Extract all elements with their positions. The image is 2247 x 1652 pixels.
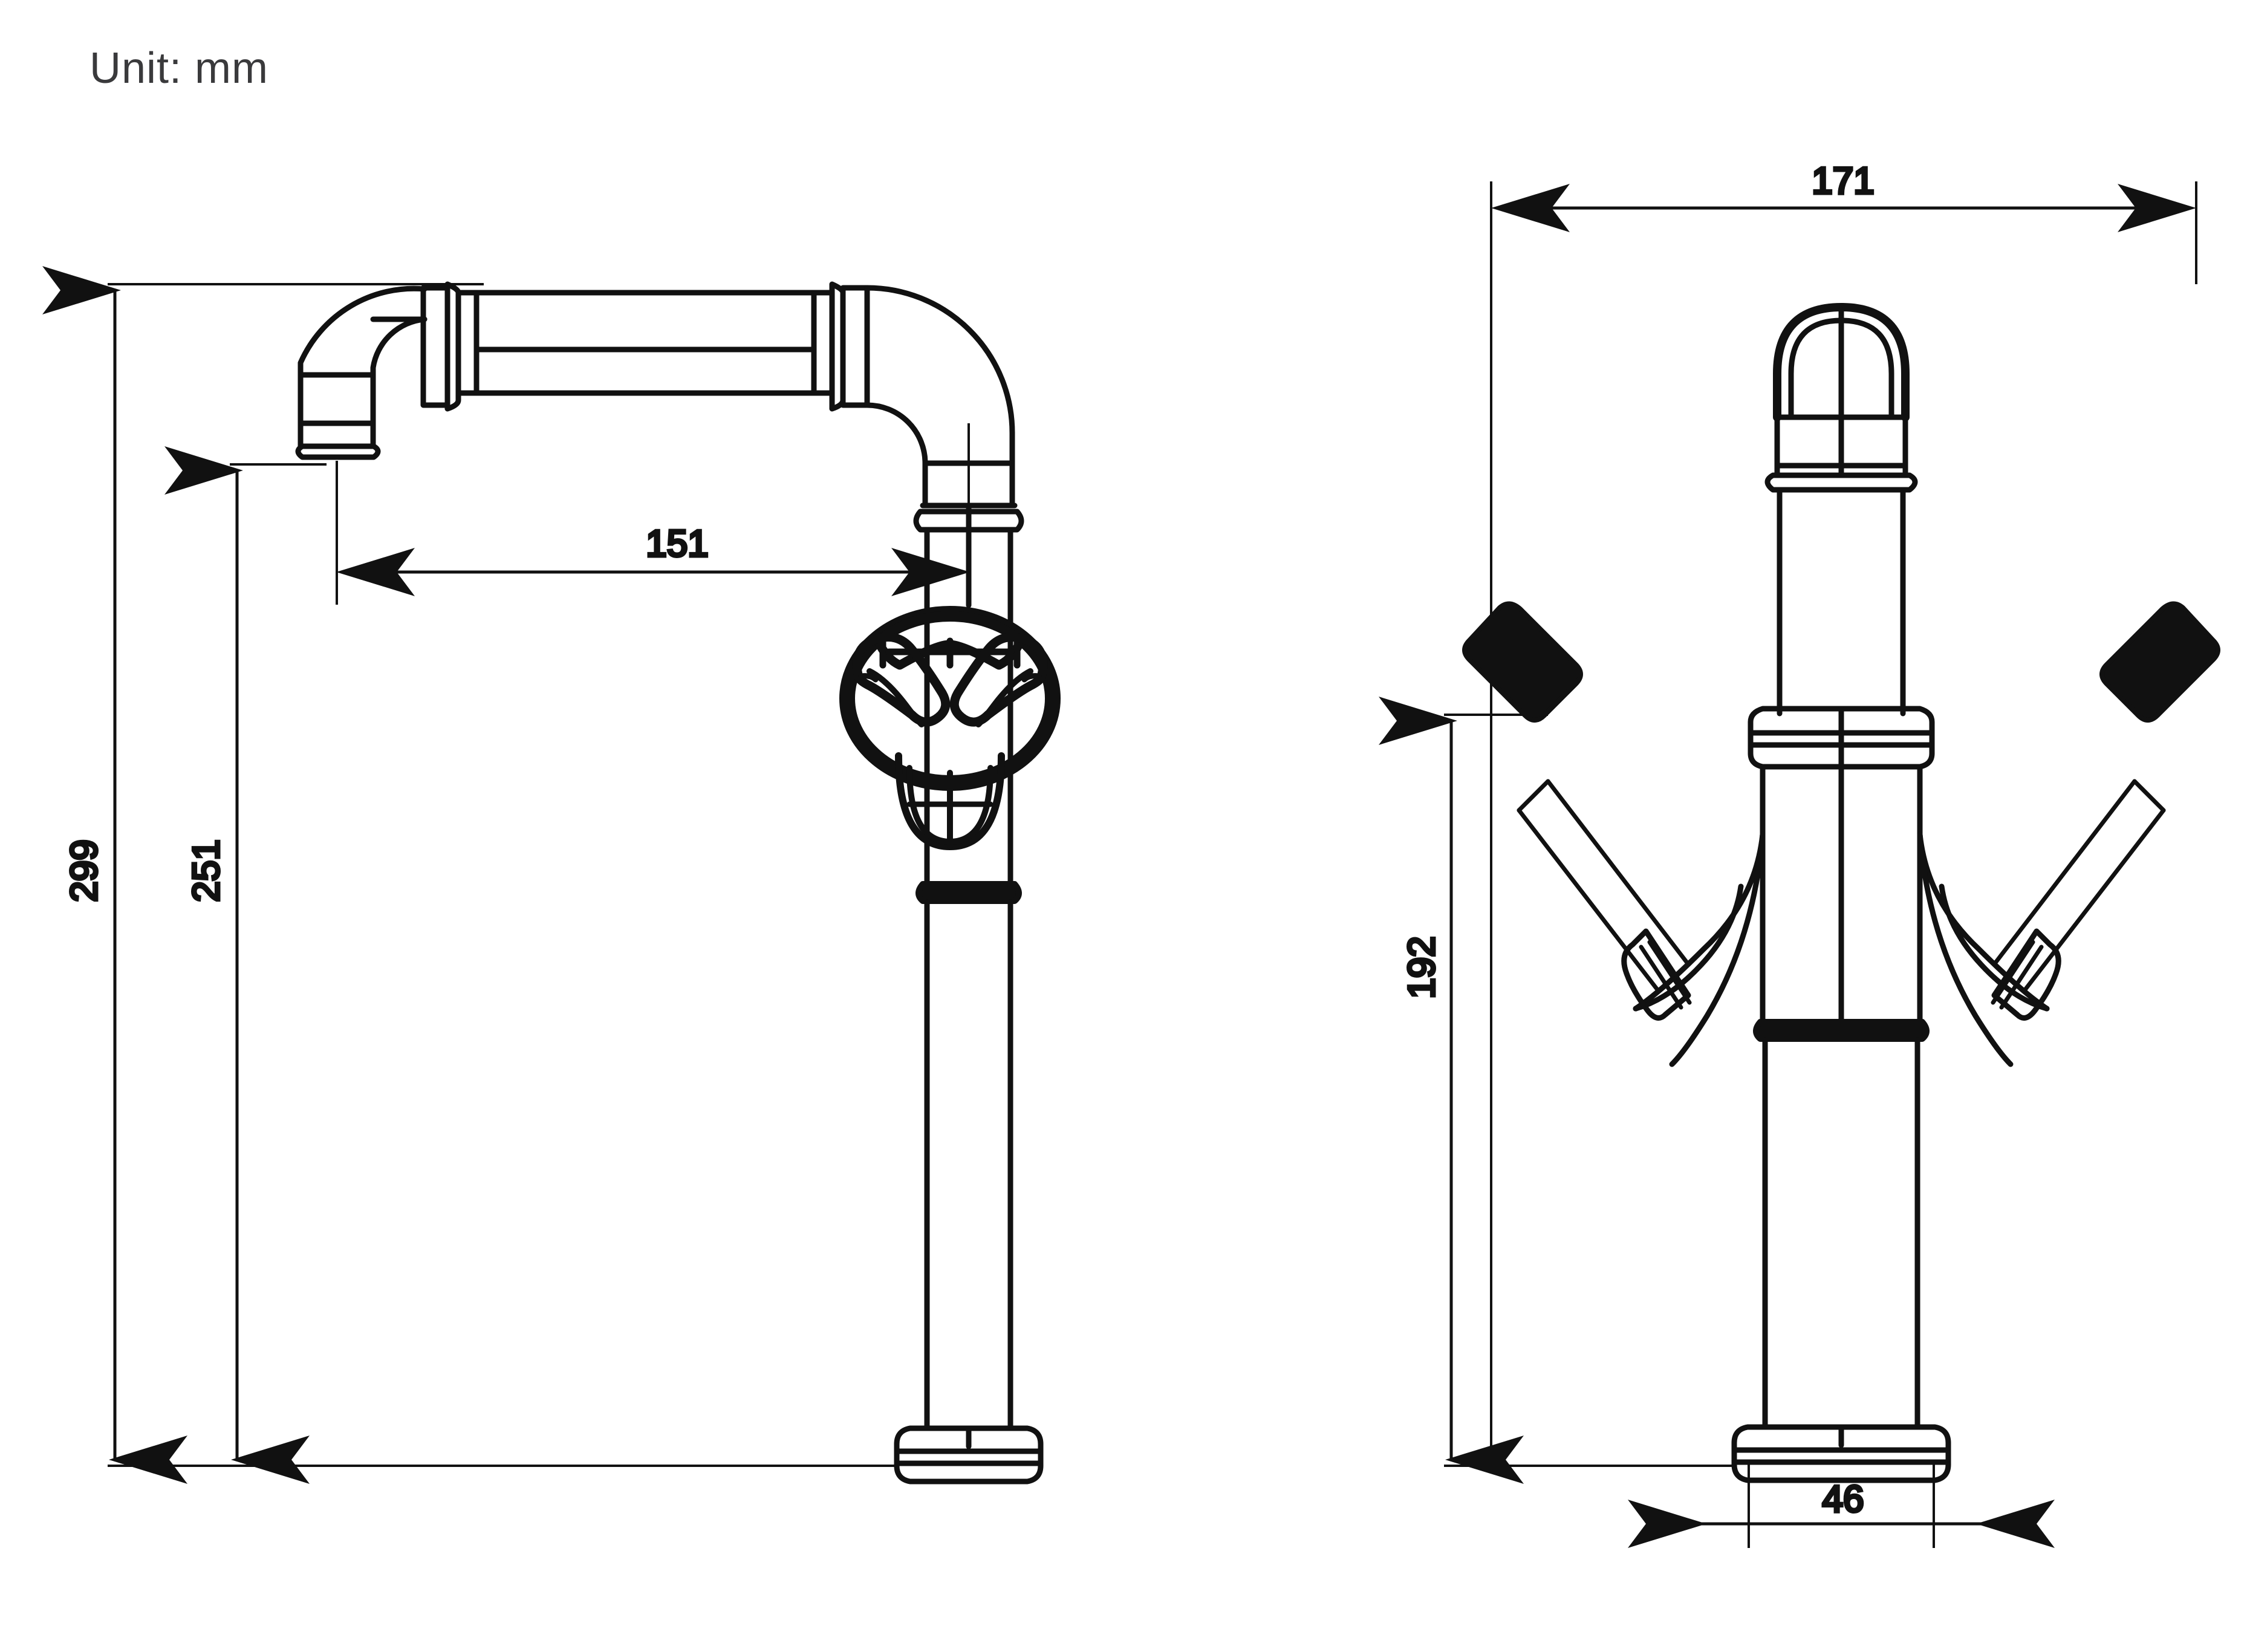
right-branch-sleeve-line-b [1991,940,2035,1005]
dim-label-spout-height: 251 [186,839,227,902]
left-handle-grip [1462,601,1583,723]
side-view-dimensions: 299 251 151 [42,266,970,1484]
left-stem-upper [1546,779,1689,965]
handle-spoke-lower-right [949,633,1048,727]
left-union-band-b [444,281,461,412]
spout-outlet-lip [295,443,381,460]
right-branch-sleeve [1991,928,2061,1021]
body-elbow-outer [864,285,1015,436]
right-handle-grip [2099,601,2220,723]
left-branch-sleeve-line-a [1639,945,1683,1010]
front-view-geometry [1462,303,2220,1483]
right-stem-cap [2132,779,2166,813]
dim-label-total-height: 299 [63,839,105,902]
right-branch-inner-edge [1917,831,2014,1067]
handle-spoke-lower-right-tip [1021,673,1042,683]
dim-label-overall-width: 171 [1812,160,1874,202]
body-mid-ring [915,881,1022,904]
left-branch-inner-edge [1669,831,1766,1067]
spout-collar-ring [1764,472,1918,493]
dim-label-spout-reach: 151 [646,523,708,565]
right-stem-upper [1993,779,2137,965]
left-stem-lower [1517,808,1660,993]
left-branch-lower-edge [1633,883,1744,1012]
dim-label-handle-height: 192 [1401,936,1443,998]
left-union-band-c [455,290,480,396]
right-union-band-a [840,285,870,408]
handle-spoke-lower-left [852,633,951,727]
left-stem-cap [1517,779,1550,813]
left-branch-top-edge [1633,831,1766,1012]
handle-spoke-top [873,611,1026,670]
side-view-geometry [295,281,1061,1485]
handle-spoke-lower-right-inner [975,668,1033,727]
right-branch-sleeve-line-a [1999,945,2044,1010]
front-view-dimensions: 171 192 46 [1379,159,2197,1548]
unit-label: Unit: mm [89,44,268,93]
body-collar-ring [913,509,1024,533]
spout-elbow-outer [298,285,428,378]
handle-spoke-lower-left-tip [858,673,879,683]
left-union-band-a [420,285,450,408]
spout-outlet-flange [298,420,376,449]
dim-label-base-diameter: 46 [1823,1478,1864,1520]
right-stem-lower [2022,808,2166,993]
right-branch-lower-edge [1939,883,2050,1012]
spout-elbow-inner [370,316,428,378]
riser-mid-ring [1753,1019,1930,1042]
left-branch-sleeve [1621,928,1691,1021]
body-elbow-inner [864,402,928,466]
right-branch-top-edge [1917,831,2050,1012]
handle-spoke-lower-left-inner [867,668,925,727]
left-branch-sleeve-line-b [1647,940,1692,1005]
base-flange-outer [894,1425,1044,1485]
